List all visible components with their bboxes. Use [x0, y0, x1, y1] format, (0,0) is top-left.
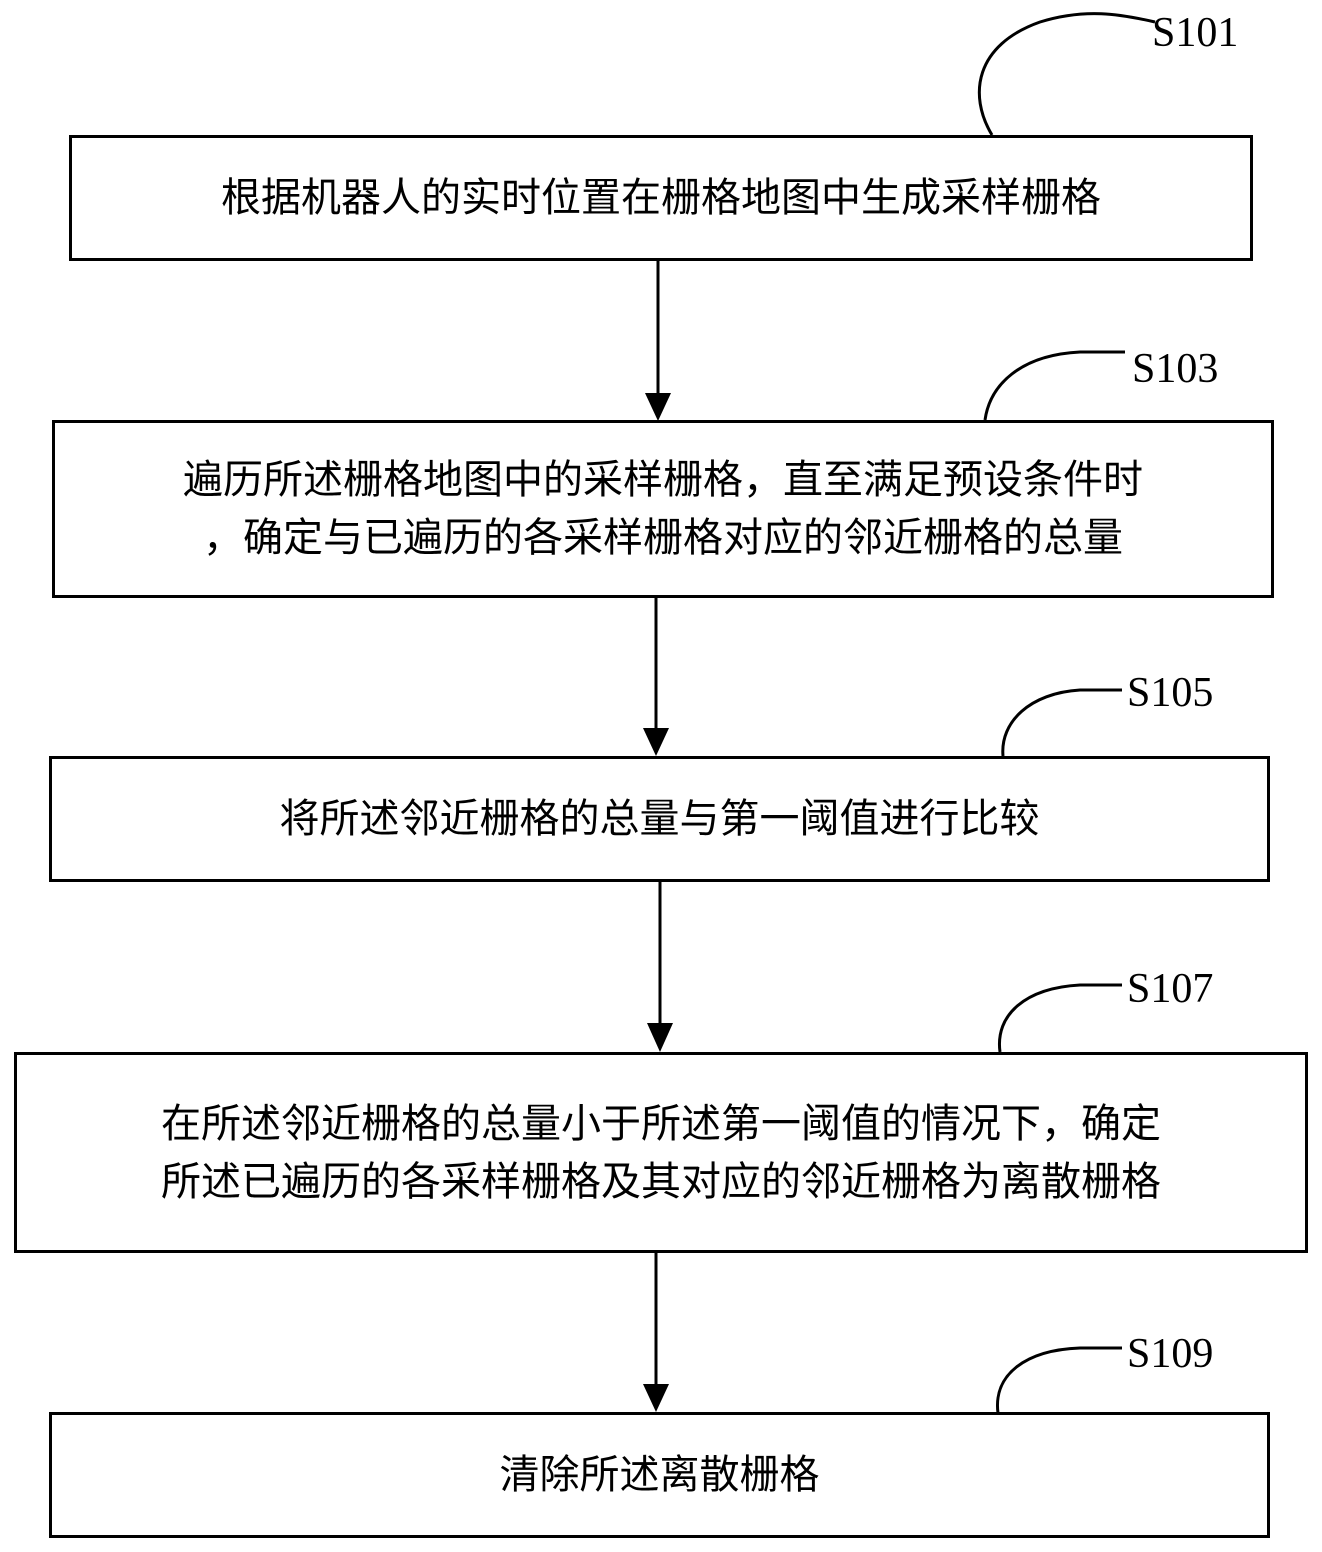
step-label-s101: S101 — [1152, 10, 1239, 56]
step-box-s105: 将所述邻近栅格的总量与第一阈值进行比较 — [49, 756, 1270, 882]
step-text-s103-line-2: ，确定与已遍历的各采样栅格对应的邻近栅格的总量 — [203, 515, 1123, 561]
step-box-s107: 在所述邻近栅格的总量小于所述第一阈值的情况下，确定 所述已遍历的各采样栅格及其对… — [14, 1052, 1308, 1253]
leader-curve-s105 — [1001, 688, 1122, 757]
step-box-s101: 根据机器人的实时位置在栅格地图中生成采样栅格 — [69, 135, 1253, 261]
step-label-s105: S105 — [1127, 670, 1214, 716]
leader-curve-s109 — [996, 1346, 1122, 1414]
step-text-s107-line-2: 所述已遍历的各采样栅格及其对应的邻近栅格为离散栅格 — [161, 1158, 1161, 1205]
step-label-s109: S109 — [1127, 1331, 1214, 1377]
step-label-s103: S103 — [1132, 346, 1219, 392]
step-text-s107-line-1: 在所述邻近栅格的总量小于所述第一阈值的情况下，确定 — [161, 1100, 1161, 1147]
leader-curve-s107 — [997, 983, 1122, 1053]
arrow-s105-to-s107 — [647, 882, 673, 1052]
step-label-s107: S107 — [1127, 966, 1214, 1012]
step-text-s109-line-1: 清除所述离散栅格 — [499, 1452, 820, 1498]
arrow-s107-to-s109 — [643, 1252, 669, 1412]
arrow-s103-to-s105 — [643, 596, 669, 756]
step-text-s105-line-1: 将所述邻近栅格的总量与第一阈值进行比较 — [279, 796, 1040, 842]
step-box-s103: 遍历所述栅格地图中的采样栅格，直至满足预设条件时 ，确定与已遍历的各采样栅格对应… — [52, 420, 1274, 598]
step-text-s101-line-1: 根据机器人的实时位置在栅格地图中生成采样栅格 — [221, 175, 1101, 221]
leader-curve-s101 — [977, 12, 1156, 136]
step-text-s103-line-1: 遍历所述栅格地图中的采样栅格，直至满足预设条件时 — [183, 457, 1143, 503]
step-box-s109: 清除所述离散栅格 — [49, 1412, 1270, 1538]
leader-curve-s103 — [983, 350, 1125, 421]
arrow-s101-to-s103 — [645, 260, 671, 421]
